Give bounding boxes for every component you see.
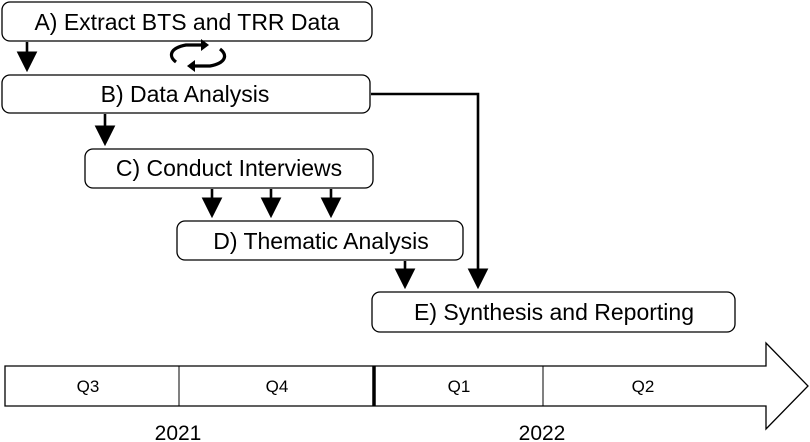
step-d-box: D) Thematic Analysis	[176, 220, 464, 261]
quarter-label: Q3	[77, 377, 100, 396]
year-label: 2022	[519, 422, 566, 442]
step-a-label: A) Extract BTS and TRR Data	[34, 9, 339, 35]
step-b-label: B) Data Analysis	[101, 81, 270, 107]
timeline-arrow	[4, 341, 809, 431]
quarter-label: Q1	[448, 377, 471, 396]
step-a-box: A) Extract BTS and TRR Data	[1, 1, 373, 42]
step-c-box: C) Conduct Interviews	[84, 148, 374, 189]
step-e-box: E) Synthesis and Reporting	[371, 291, 736, 333]
step-b-box: B) Data Analysis	[1, 74, 371, 114]
arrow-b-to-e	[371, 92, 489, 290]
step-c-label: C) Conduct Interviews	[116, 155, 342, 181]
quarter-label: Q2	[632, 377, 655, 396]
step-d-label: D) Thematic Analysis	[213, 228, 429, 254]
year-label: 2021	[155, 422, 202, 442]
step-e-label: E) Synthesis and Reporting	[414, 299, 694, 325]
cycle-arrows-icon	[169, 39, 227, 72]
quarter-label: Q4	[266, 377, 289, 396]
connector-arrows	[16, 42, 489, 290]
